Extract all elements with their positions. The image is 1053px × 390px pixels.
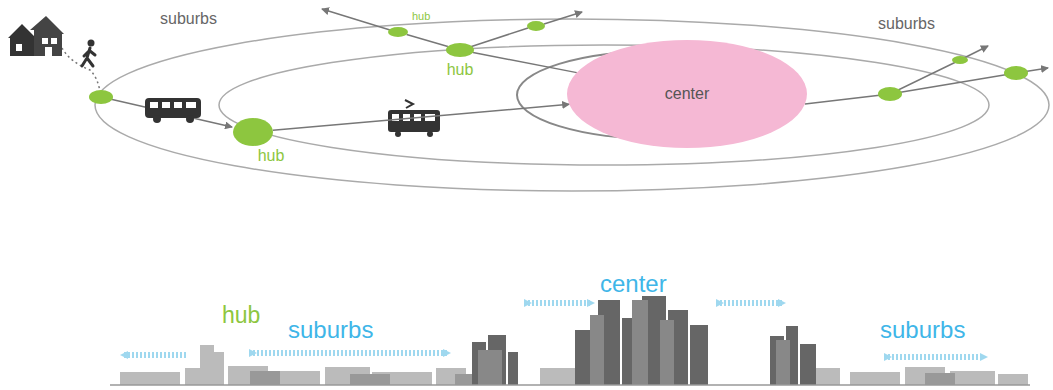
- hub-node: hub: [446, 43, 474, 57]
- route-connector: [473, 53, 577, 73]
- center-ellipse: center: [567, 40, 807, 148]
- hub-node: hub: [388, 27, 408, 37]
- region-label: suburbs: [880, 318, 965, 342]
- walker-icon: [82, 40, 95, 67]
- route-connector: [407, 35, 448, 47]
- outer-ring: [95, 19, 1049, 191]
- hub-label: hub: [222, 304, 260, 327]
- hub-label: hub: [447, 62, 474, 78]
- skyline: [110, 296, 1030, 385]
- bus-icon: [145, 98, 201, 123]
- hub-label: hub: [258, 148, 285, 164]
- stop-dots: [89, 21, 1028, 104]
- hub-label: hub: [412, 11, 430, 22]
- house-icon: [8, 16, 64, 56]
- ellipse-shape: [388, 27, 408, 37]
- center-label: center: [665, 86, 709, 102]
- region-label: suburbs: [288, 318, 373, 342]
- route-lines: [62, 9, 1048, 127]
- extent-arrows: [124, 303, 984, 357]
- ellipse-shape: [233, 118, 273, 146]
- region-label: suburbs: [878, 16, 935, 32]
- ellipse-shape: [446, 43, 474, 57]
- region-label: suburbs: [160, 11, 217, 27]
- route-connector: [273, 104, 569, 130]
- hub-node: hub: [233, 118, 273, 146]
- region-label: center: [600, 272, 667, 296]
